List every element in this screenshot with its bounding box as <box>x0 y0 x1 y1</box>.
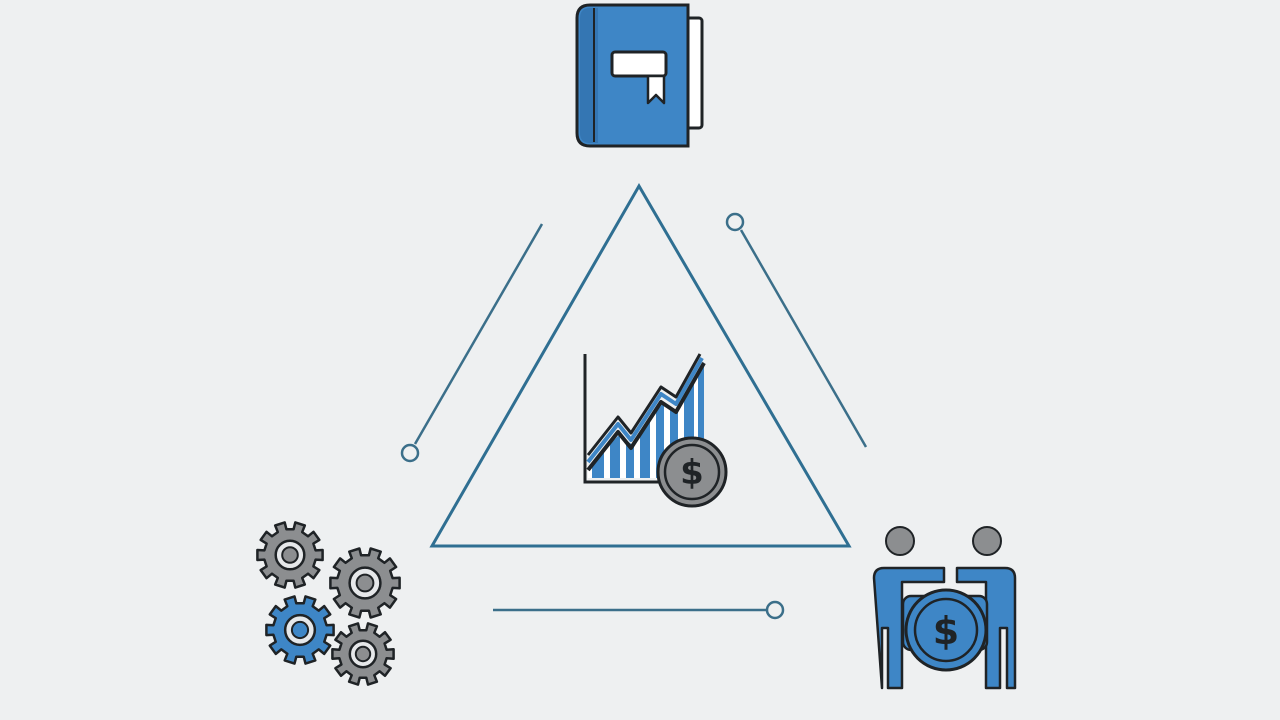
connector-left-node <box>400 443 420 463</box>
gears-icon <box>256 521 401 686</box>
person-left-head <box>885 526 915 556</box>
connector-left <box>400 223 544 463</box>
connector-bottom-node <box>765 600 785 620</box>
chart-axes <box>583 354 680 484</box>
gear-top-left <box>256 521 324 589</box>
book-icon <box>575 3 704 148</box>
central-triangle <box>429 183 852 548</box>
connector-right-node <box>725 212 745 232</box>
gear-bottom-right <box>331 622 395 686</box>
person-left-body <box>872 566 946 690</box>
growth-chart-dollar-icon: $ <box>583 353 728 508</box>
person-right-head <box>972 526 1002 556</box>
connector-right <box>725 212 868 448</box>
coin-dollar-sign: $ <box>933 609 959 653</box>
chart-trend-line <box>586 362 706 472</box>
partners-dollar-icon: $ <box>872 526 1017 690</box>
gear-blue <box>265 595 335 665</box>
coin-dollar-icon: $ <box>656 436 728 508</box>
coin-dollar-sign: $ <box>680 453 704 493</box>
connector-bottom <box>493 600 785 620</box>
gear-top-right <box>329 547 401 619</box>
coin-dollar-icon: $ <box>904 588 988 672</box>
